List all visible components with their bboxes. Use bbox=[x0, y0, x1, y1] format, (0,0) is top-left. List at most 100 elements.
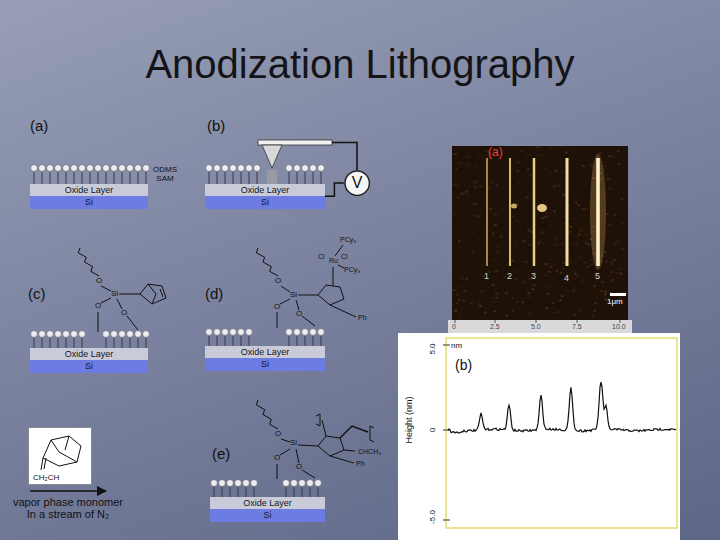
sam-chain bbox=[305, 171, 306, 184]
afm-grain bbox=[580, 256, 583, 258]
afm-grain bbox=[479, 186, 482, 188]
afm-grain bbox=[495, 184, 498, 186]
afm-grain bbox=[467, 156, 470, 158]
sam-head bbox=[135, 165, 142, 172]
process-note: vapor phase monomer In a stream of N₂ bbox=[12, 496, 124, 520]
bond-line bbox=[280, 299, 290, 304]
afm-grain bbox=[591, 315, 594, 317]
afm-grain bbox=[608, 223, 611, 225]
axis-tick-mark bbox=[443, 345, 450, 346]
atom-label: Cl bbox=[318, 253, 325, 261]
sam-chain bbox=[225, 171, 226, 184]
sam-chain bbox=[286, 486, 287, 497]
afm-grain bbox=[464, 290, 467, 292]
line-number: 2 bbox=[507, 272, 512, 282]
sam-head bbox=[246, 329, 253, 336]
afm-grain bbox=[605, 260, 608, 262]
afm-grain bbox=[621, 223, 624, 225]
sam-chain bbox=[114, 337, 115, 348]
afm-grain bbox=[518, 222, 521, 224]
atom-label: O bbox=[296, 463, 302, 472]
afm-grain bbox=[577, 257, 580, 259]
afm-grain bbox=[496, 251, 499, 253]
afm-grain bbox=[552, 311, 555, 313]
afm-grain bbox=[565, 151, 568, 153]
silicon-label: Si bbox=[210, 509, 325, 521]
afm-grain bbox=[544, 279, 547, 281]
sam-head bbox=[206, 329, 213, 336]
afm-grain bbox=[542, 242, 545, 244]
afm-grain bbox=[473, 184, 476, 186]
afm-grain bbox=[554, 170, 557, 172]
atom-label: O bbox=[296, 310, 302, 319]
afm-grain bbox=[458, 240, 461, 242]
afm-grain bbox=[512, 200, 515, 202]
afm-grain bbox=[458, 218, 461, 220]
sam-chain bbox=[241, 171, 242, 184]
sam-layer bbox=[206, 165, 325, 185]
bond-line bbox=[101, 298, 111, 303]
afm-grain bbox=[618, 163, 621, 165]
afm-grain bbox=[459, 286, 462, 288]
oxide-line bbox=[509, 158, 511, 266]
sam-head bbox=[39, 331, 46, 338]
axis-strip bbox=[448, 320, 632, 334]
afm-grain bbox=[574, 273, 577, 275]
sam-head bbox=[127, 331, 134, 338]
flow-arrow bbox=[30, 490, 106, 492]
afm-grain bbox=[541, 217, 544, 219]
bicyclic-bridge bbox=[65, 436, 69, 450]
afm-grain bbox=[532, 146, 535, 148]
sam-chain bbox=[214, 486, 215, 497]
afm-grain bbox=[527, 214, 530, 216]
sam-chain bbox=[297, 171, 298, 184]
axis-tick: 2.5 bbox=[490, 323, 500, 331]
bond-line bbox=[338, 265, 344, 268]
afm-grain bbox=[604, 293, 607, 295]
afm-grain bbox=[592, 263, 595, 265]
afm-grain bbox=[563, 194, 566, 196]
afm-grain bbox=[454, 214, 457, 216]
afm-grain bbox=[513, 269, 516, 271]
afm-grain bbox=[593, 310, 596, 312]
afm-grain bbox=[543, 163, 546, 165]
sam-head bbox=[211, 480, 218, 487]
afm-grain bbox=[545, 267, 548, 269]
afm-glow bbox=[590, 154, 606, 270]
afm-grain bbox=[579, 288, 582, 290]
bond-line bbox=[281, 286, 290, 292]
afm-grain bbox=[475, 166, 478, 168]
sam-head bbox=[31, 165, 38, 172]
afm-grain bbox=[458, 169, 461, 171]
sam-head bbox=[291, 480, 298, 487]
afm-grain bbox=[502, 259, 505, 261]
afm-particle bbox=[511, 204, 517, 209]
afm-grain bbox=[587, 243, 590, 245]
afm-grain bbox=[537, 243, 540, 245]
voltage-circle bbox=[345, 171, 369, 195]
afm-grain bbox=[541, 232, 544, 234]
afm-grain bbox=[567, 284, 570, 286]
sam-chain bbox=[313, 335, 314, 346]
sam-head bbox=[318, 329, 325, 336]
afm-grain bbox=[582, 165, 585, 167]
afm-grain bbox=[493, 297, 496, 299]
afm-grain bbox=[527, 292, 530, 294]
monomer-structure: CH₂CH bbox=[28, 427, 92, 485]
sam-head bbox=[299, 480, 306, 487]
sam-head bbox=[283, 480, 290, 487]
vinyl-bond bbox=[44, 458, 46, 469]
bond-line bbox=[277, 312, 278, 328]
afm-grain bbox=[454, 188, 457, 190]
sam-head bbox=[214, 329, 221, 336]
afm-grain bbox=[559, 275, 562, 277]
afm-grain bbox=[523, 162, 526, 164]
afm-grain bbox=[555, 270, 558, 272]
axis-tick-mark bbox=[577, 320, 578, 323]
sam-head bbox=[143, 331, 150, 338]
ligand-label: PCy₃ bbox=[340, 236, 356, 244]
line-number: 3 bbox=[531, 272, 536, 282]
oxide-line bbox=[486, 158, 488, 266]
afm-grain bbox=[557, 200, 560, 202]
carbene-bond bbox=[333, 267, 334, 286]
